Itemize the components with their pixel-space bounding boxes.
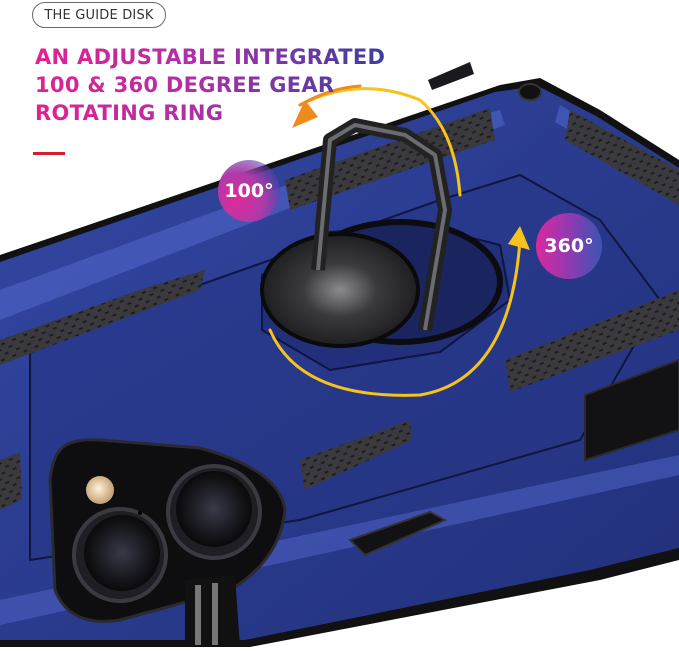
rotation-arrows	[268, 84, 530, 397]
accent-divider	[33, 152, 65, 155]
ring-mount	[260, 118, 512, 372]
guide-disk-label: THE GUIDE DISK	[32, 2, 166, 28]
rotate-angle-badge: 360°	[536, 213, 602, 279]
headline: AN ADJUSTABLE INTEGRATED 100 & 360 DEGRE…	[35, 43, 385, 127]
top-edge-details	[428, 62, 542, 101]
headline-line-1: AN ADJUSTABLE INTEGRATED	[35, 45, 386, 69]
headline-line-2: 100 & 360 DEGREE GEAR	[35, 73, 335, 97]
grip-strips	[0, 108, 679, 510]
camera-flash	[86, 476, 114, 504]
side-buttons	[185, 358, 679, 647]
tilt-angle-badge: 100°	[218, 160, 280, 222]
headline-line-3: ROTATING RING	[35, 101, 224, 125]
